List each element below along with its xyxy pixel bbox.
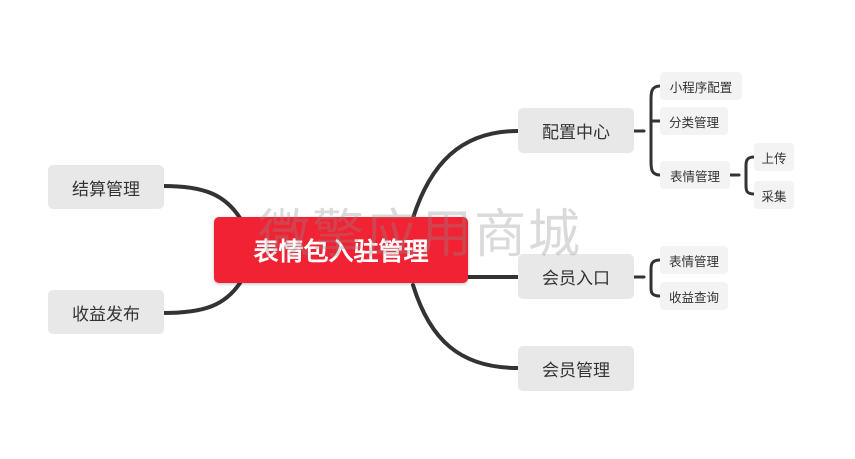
connector-central-to-jiesuan	[161, 184, 242, 220]
connector-central-to-huiyuanguanli	[411, 283, 520, 370]
node-fenlei-guanli[interactable]: 分类管理	[660, 107, 728, 135]
node-biaoqing-guanli-member[interactable]: 表情管理	[660, 246, 728, 274]
node-caiji[interactable]: 采集	[754, 181, 794, 209]
connector-peizhi-bracket	[632, 84, 662, 177]
node-huiyuan-rukou[interactable]: 会员入口	[518, 254, 634, 299]
node-central[interactable]: 表情包入驻管理	[214, 217, 468, 283]
node-peizhi-zhongxin[interactable]: 配置中心	[518, 108, 634, 153]
connector-biaoqing-bracket	[728, 155, 756, 196]
connector-huiyuanrukou-bracket	[632, 258, 662, 298]
node-xiaochengxu-peizhi[interactable]: 小程序配置	[660, 72, 742, 100]
connector-central-to-peizhi	[411, 129, 520, 220]
node-jiesuan-guanli[interactable]: 结算管理	[48, 165, 164, 209]
node-huiyuan-guanli[interactable]: 会员管理	[518, 346, 634, 391]
node-biaoqing-guanli-config[interactable]: 表情管理	[660, 161, 730, 189]
node-shangchuan[interactable]: 上传	[754, 143, 794, 171]
node-shouyi-chaxun[interactable]: 收益查询	[660, 282, 728, 310]
connector-central-to-shouyi	[161, 281, 242, 315]
node-shouyi-fabu[interactable]: 收益发布	[48, 290, 164, 334]
